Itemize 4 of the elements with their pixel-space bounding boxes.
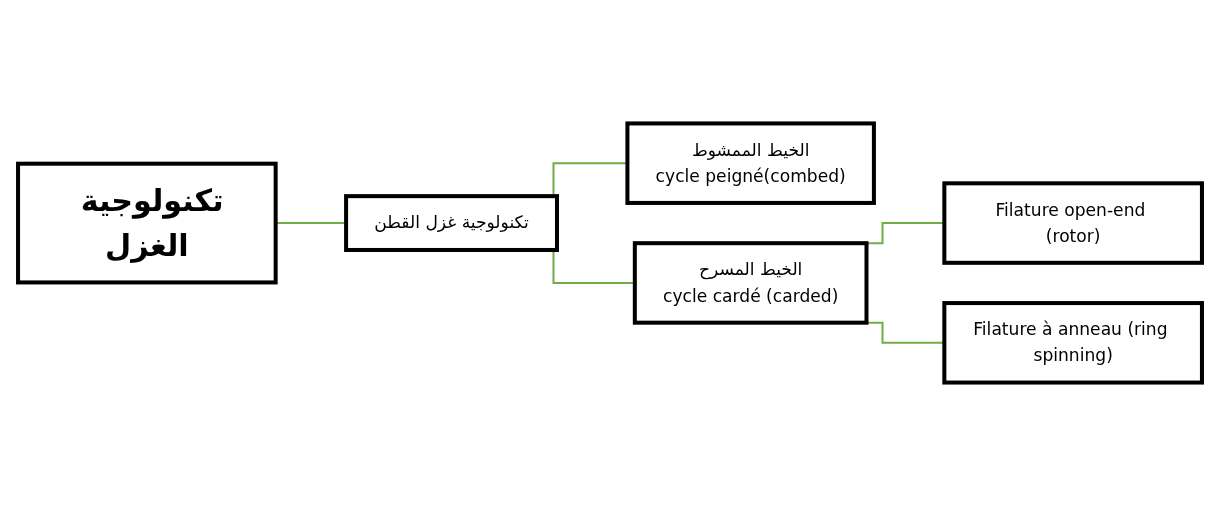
node-box: Filature à anneau (ring spinning) [942, 301, 1204, 385]
node-box: تكنولوجية غزل القطن [344, 194, 559, 252]
node-box: Filature open-end (rotor) [942, 181, 1204, 265]
node-box: تكنولوجية الغزل [16, 161, 278, 285]
